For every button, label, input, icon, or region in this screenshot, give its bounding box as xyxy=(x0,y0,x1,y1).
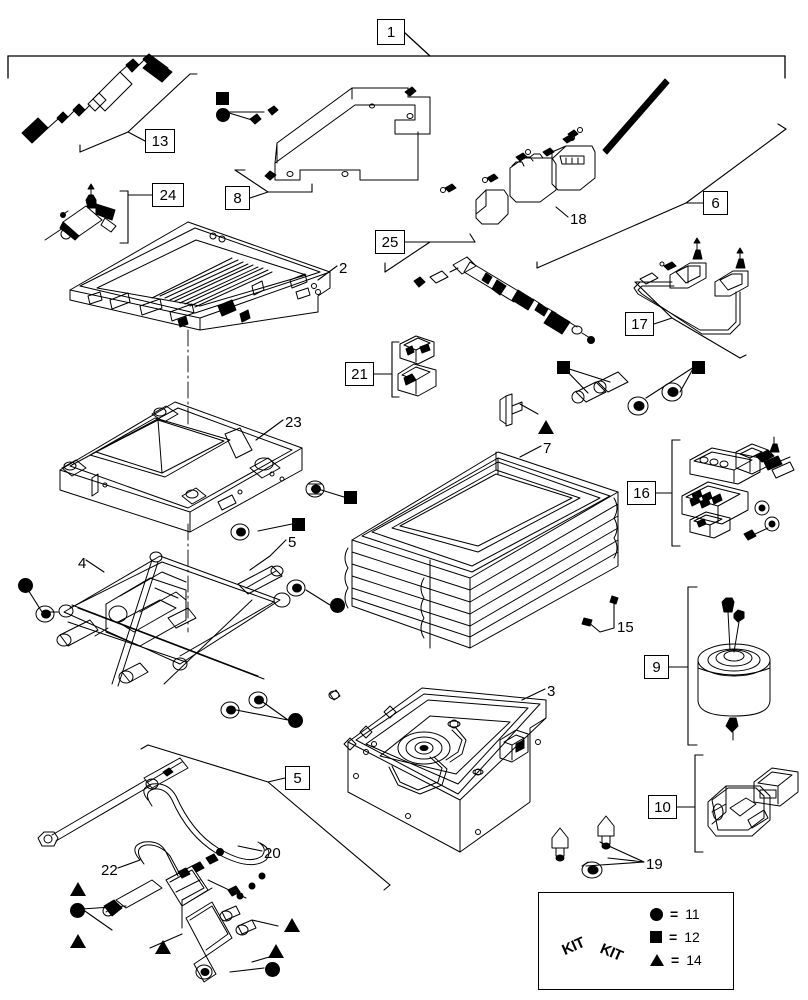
legend-value: 12 xyxy=(684,929,700,945)
partnum-2: 2 xyxy=(339,260,348,277)
callout-10[interactable]: 10 xyxy=(648,795,677,819)
marker-triangle-14 xyxy=(268,944,284,958)
callout-1[interactable]: 1 xyxy=(377,19,405,45)
callout-9[interactable]: 9 xyxy=(644,655,669,679)
partnum-5-upper: 5 xyxy=(288,534,297,551)
marker-square-12 xyxy=(344,491,357,504)
marker-triangle-14 xyxy=(155,940,171,954)
marker-square-12 xyxy=(557,361,570,374)
callout-25[interactable]: 25 xyxy=(375,230,405,254)
legend-row-11: = 11 xyxy=(650,906,700,922)
callout-6[interactable]: 6 xyxy=(703,191,728,215)
partnum-23: 23 xyxy=(285,414,302,431)
callout-21[interactable]: 21 xyxy=(345,362,374,386)
marker-triangle-14 xyxy=(70,934,86,948)
kit-legend-box xyxy=(538,892,734,990)
marker-triangle-14 xyxy=(70,882,86,896)
marker-square-12 xyxy=(292,518,305,531)
marker-circle-11 xyxy=(18,578,33,593)
callout-24[interactable]: 24 xyxy=(152,183,184,207)
callout-5-lower[interactable]: 5 xyxy=(285,766,310,790)
marker-circle-11 xyxy=(288,713,303,728)
marker-circle-11 xyxy=(265,962,280,977)
marker-circle-11 xyxy=(70,903,85,918)
legend-value: 11 xyxy=(685,906,700,922)
square-icon xyxy=(650,931,662,943)
callout-8[interactable]: 8 xyxy=(225,186,250,210)
legend-equals: = xyxy=(669,929,678,945)
triangle-icon xyxy=(650,954,664,966)
marker-triangle-14 xyxy=(284,918,300,932)
legend-row-12: = 12 xyxy=(650,929,700,945)
callout-17[interactable]: 17 xyxy=(625,312,654,336)
legend-equals: = xyxy=(671,952,680,968)
marker-triangle-14 xyxy=(538,420,554,434)
marker-square-12 xyxy=(216,92,229,105)
partnum-7: 7 xyxy=(543,440,552,457)
partnum-18: 18 xyxy=(570,211,587,228)
partnum-22: 22 xyxy=(101,862,118,879)
partnum-4: 4 xyxy=(78,555,87,572)
marker-circle-11 xyxy=(330,598,345,613)
partnum-19: 19 xyxy=(646,856,663,873)
marker-circle-11 xyxy=(216,108,230,122)
partnum-20: 20 xyxy=(264,845,281,862)
legend-equals: = xyxy=(670,906,679,922)
marker-square-12 xyxy=(692,361,705,374)
callout-13[interactable]: 13 xyxy=(145,129,175,153)
legend-value: 14 xyxy=(686,952,702,968)
callout-16[interactable]: 16 xyxy=(627,481,656,505)
circle-icon xyxy=(650,907,663,921)
legend-row-14: = 14 xyxy=(650,952,702,968)
partnum-15: 15 xyxy=(617,619,634,636)
partnum-3: 3 xyxy=(547,683,556,700)
